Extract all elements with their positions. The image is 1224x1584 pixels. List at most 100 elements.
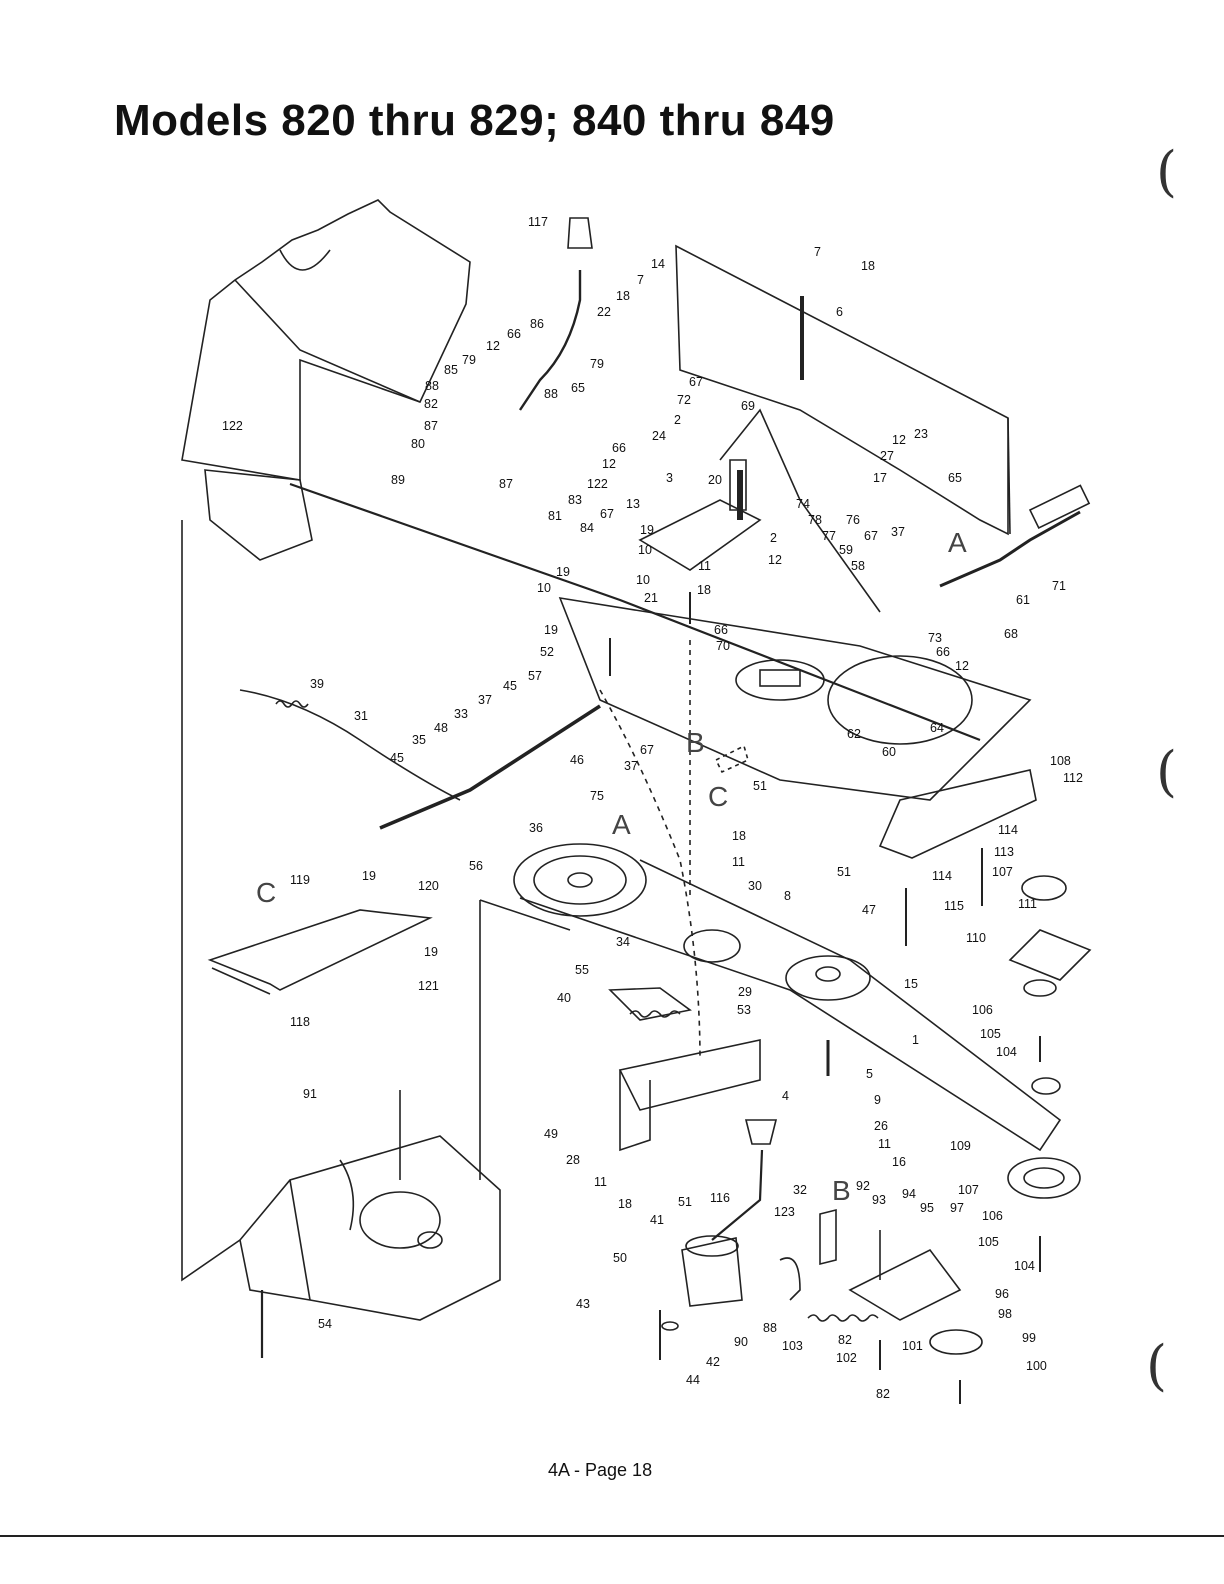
part-callout-108: 108 bbox=[1050, 754, 1071, 768]
part-callout-32: 32 bbox=[793, 1183, 807, 1197]
part-callout-106: 106 bbox=[972, 1003, 993, 1017]
section-letter-b: B bbox=[832, 1175, 851, 1206]
part-callout-61: 61 bbox=[1016, 593, 1030, 607]
part-callout-88: 88 bbox=[425, 379, 439, 393]
part-callout-109: 109 bbox=[950, 1139, 971, 1153]
part-callout-20: 20 bbox=[708, 473, 722, 487]
part-callout-2: 2 bbox=[674, 413, 681, 427]
part-callout-97: 97 bbox=[950, 1201, 964, 1215]
part-callout-94: 94 bbox=[902, 1187, 916, 1201]
part-callout-31: 31 bbox=[354, 709, 368, 723]
part-callout-57: 57 bbox=[528, 669, 542, 683]
part-callout-3: 3 bbox=[666, 471, 673, 485]
part-callout-52: 52 bbox=[540, 645, 554, 659]
pulley-109 bbox=[1031, 1077, 1061, 1095]
part-callout-112: 112 bbox=[1063, 771, 1083, 785]
margin-mark: ( bbox=[1146, 1334, 1168, 1397]
part-callout-12: 12 bbox=[486, 339, 500, 353]
part-callout-79: 79 bbox=[462, 353, 476, 367]
part-callout-67: 67 bbox=[600, 507, 614, 521]
section-letter-b: B bbox=[686, 727, 705, 758]
axle-shaft bbox=[379, 704, 601, 830]
cable bbox=[239, 689, 461, 801]
part-callout-82: 82 bbox=[424, 397, 438, 411]
part-callout-4: 4 bbox=[782, 1089, 789, 1103]
part-callout-5: 5 bbox=[866, 1067, 873, 1081]
part-callout-42: 42 bbox=[706, 1355, 720, 1369]
part-callout-12: 12 bbox=[768, 553, 782, 567]
part-callout-75: 75 bbox=[590, 789, 604, 803]
part-callout-83: 83 bbox=[568, 493, 582, 507]
spring-103 bbox=[807, 1314, 879, 1322]
part-callout-50: 50 bbox=[613, 1251, 627, 1265]
part-callout-11: 11 bbox=[878, 1137, 891, 1151]
page-title: Models 820 thru 829; 840 thru 849 bbox=[114, 96, 835, 145]
part-callout-9: 9 bbox=[874, 1093, 881, 1107]
part-callout-23: 23 bbox=[914, 427, 928, 441]
part-callout-80: 80 bbox=[411, 437, 425, 451]
part-callout-82: 82 bbox=[876, 1387, 890, 1401]
part-callout-27: 27 bbox=[880, 449, 894, 463]
part-callout-30: 30 bbox=[748, 879, 762, 893]
part-callout-116: 116 bbox=[710, 1191, 730, 1205]
part-callout-43: 43 bbox=[576, 1297, 590, 1311]
part-callout-76: 76 bbox=[846, 513, 860, 527]
part-callout-22: 22 bbox=[597, 305, 611, 319]
part-callout-100: 100 bbox=[1026, 1359, 1047, 1373]
part-callout-87: 87 bbox=[499, 477, 513, 491]
shift-knob bbox=[567, 217, 593, 249]
belt-30 bbox=[519, 859, 1062, 1152]
part-callout-2: 2 bbox=[770, 531, 777, 545]
section-c-plate bbox=[207, 909, 433, 991]
part-callout-121: 121 bbox=[418, 979, 439, 993]
part-callout-55: 55 bbox=[575, 963, 589, 977]
part-callout-89: 89 bbox=[391, 473, 405, 487]
part-callout-34: 34 bbox=[616, 935, 630, 949]
part-callout-66: 66 bbox=[612, 441, 626, 455]
part-callout-70: 70 bbox=[716, 639, 730, 653]
clutch-110 bbox=[1008, 929, 1092, 981]
part-callout-53: 53 bbox=[737, 1003, 751, 1017]
part-callout-67: 67 bbox=[640, 743, 654, 757]
part-callout-47: 47 bbox=[862, 903, 876, 917]
part-callout-14: 14 bbox=[651, 257, 665, 271]
part-callout-86: 86 bbox=[530, 317, 544, 331]
section-letter-c: C bbox=[256, 877, 276, 908]
part-callout-11: 11 bbox=[594, 1175, 607, 1189]
lift-handle-grip bbox=[1028, 484, 1091, 530]
part-callout-117: 117 bbox=[528, 215, 548, 229]
part-callout-24: 24 bbox=[652, 429, 666, 443]
part-callout-19: 19 bbox=[640, 523, 654, 537]
part-callout-64: 64 bbox=[930, 721, 944, 735]
part-callout-19: 19 bbox=[424, 945, 438, 959]
bottom-rule bbox=[0, 1535, 1224, 1537]
part-callout-60: 60 bbox=[882, 745, 896, 759]
part-callout-102: 102 bbox=[836, 1351, 857, 1365]
part-callout-95: 95 bbox=[920, 1201, 934, 1215]
part-callout-65: 65 bbox=[571, 381, 585, 395]
part-callout-107: 107 bbox=[992, 865, 1013, 879]
part-callout-122: 122 bbox=[222, 419, 243, 433]
part-callout-73: 73 bbox=[928, 631, 942, 645]
part-callout-10: 10 bbox=[638, 543, 652, 557]
part-callout-37: 37 bbox=[624, 759, 638, 773]
part-callout-88: 88 bbox=[763, 1321, 777, 1335]
part-callout-87: 87 bbox=[424, 419, 438, 433]
part-callout-114: 114 bbox=[932, 869, 952, 883]
part-callout-6: 6 bbox=[836, 305, 843, 319]
part-callout-46: 46 bbox=[570, 753, 584, 767]
part-callout-66: 66 bbox=[507, 327, 521, 341]
part-callout-45: 45 bbox=[503, 679, 517, 693]
part-callout-107: 107 bbox=[958, 1183, 979, 1197]
part-callout-18: 18 bbox=[732, 829, 746, 843]
spring-40 bbox=[629, 1010, 681, 1018]
part-callout-49: 49 bbox=[544, 1127, 558, 1141]
left-frame-panel bbox=[181, 199, 471, 481]
part-callout-65: 65 bbox=[948, 471, 962, 485]
frame-deck-plate bbox=[558, 596, 1032, 801]
right-frame-panel bbox=[675, 244, 1009, 536]
part-callout-93: 93 bbox=[872, 1193, 886, 1207]
part-callout-17: 17 bbox=[873, 471, 887, 485]
